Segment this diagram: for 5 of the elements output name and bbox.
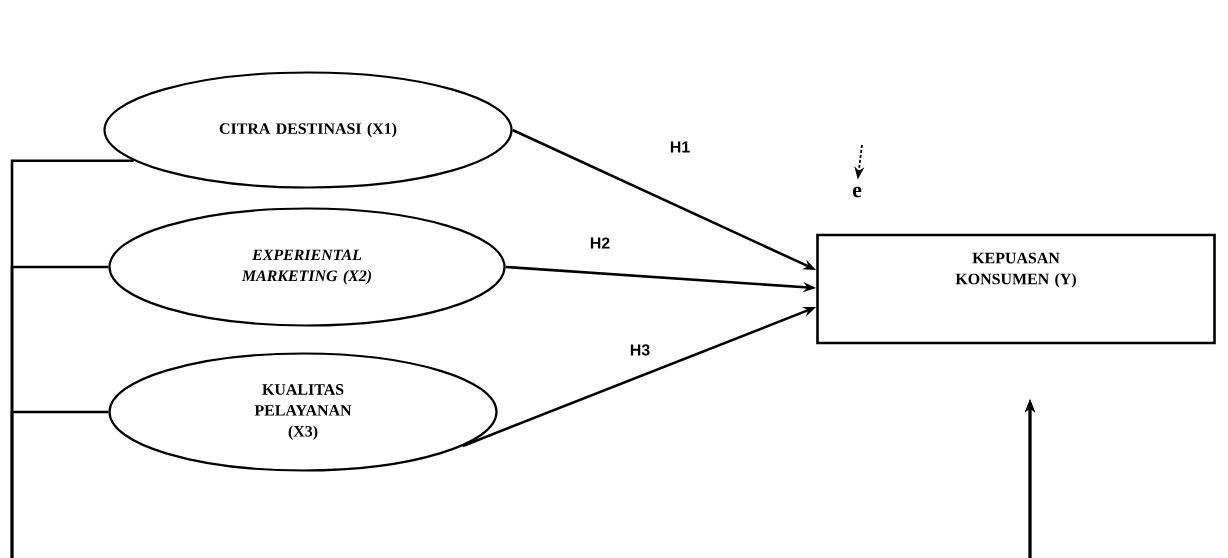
edge-label: H2 [586, 234, 614, 252]
edge-label: H3 [626, 341, 654, 359]
variable-box: KEPUASAN KONSUMEN (Y) [816, 233, 1216, 345]
edge-label: H1 [666, 138, 694, 156]
error-label: e [852, 186, 862, 198]
